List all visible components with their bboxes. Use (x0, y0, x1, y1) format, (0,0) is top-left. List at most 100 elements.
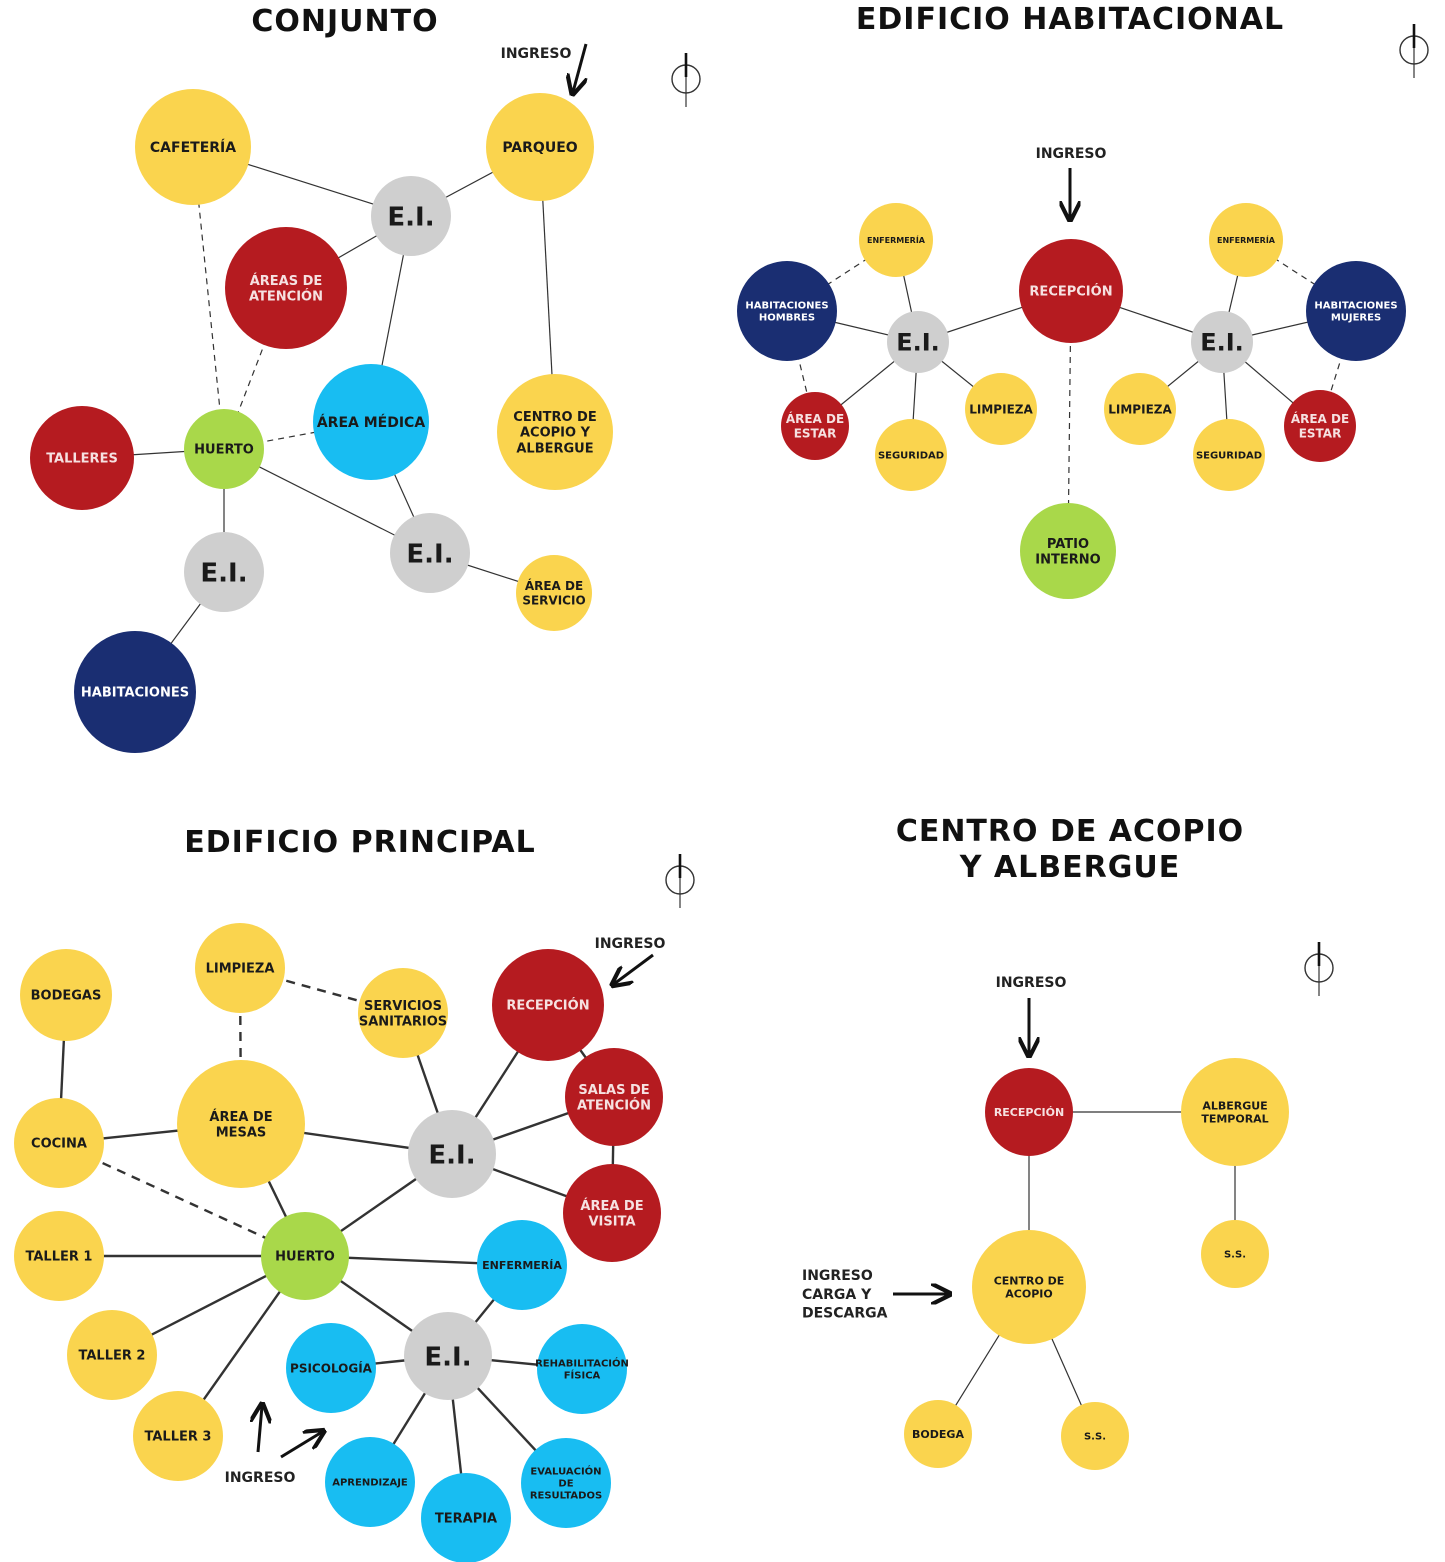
node-label: SEGURIDAD (1196, 451, 1262, 462)
annotation-line: CARGA Y (802, 1287, 872, 1303)
annotation-line: INGRESO (225, 1470, 296, 1486)
node-circle (177, 1060, 305, 1188)
node-label: TALLERES (46, 452, 118, 467)
connector-cocina-huerto (58, 1141, 306, 1258)
node-label: SEGURIDAD (878, 451, 944, 462)
node-cocina: COCINA (14, 1098, 104, 1188)
entry-arrow-icon (614, 953, 654, 984)
node-label: ÁREA MÉDICA (317, 414, 425, 431)
node-label: LIMPIEZA (1108, 402, 1172, 416)
node-ei2: E.I. (184, 532, 264, 612)
node-label: PARQUEO (502, 140, 577, 156)
annotation-line: INGRESO (1036, 146, 1107, 162)
node-label-line: LIMPIEZA (1108, 402, 1172, 416)
node-label-line: E.I. (406, 539, 453, 569)
node-label-line: ÁREA DE (209, 1109, 272, 1125)
node-label: CAFETERÍA (150, 139, 236, 156)
node-label-line: CAFETERÍA (150, 139, 236, 156)
node-label: RECEPCIÓN (994, 1106, 1064, 1119)
node-aprendizaje: APRENDIZAJE (325, 1437, 415, 1527)
node-limp_r: LIMPIEZA (1104, 373, 1176, 445)
node-label: E.I. (1200, 329, 1244, 357)
node-label-line: PSICOLOGÍA (290, 1360, 373, 1375)
node-label-line: E.I. (387, 202, 434, 232)
node-label: E.I. (896, 329, 940, 357)
node-circle (421, 1473, 511, 1562)
node-circle (14, 1211, 104, 1301)
node-circle (972, 1230, 1086, 1344)
node-label-line: INTERNO (1035, 552, 1100, 567)
node-circle (184, 409, 264, 489)
title-conjunto: CONJUNTO (251, 4, 439, 39)
node-label-line: EVALUACIÓN (530, 1465, 601, 1478)
node-label: E.I. (387, 202, 434, 232)
node-label-line: ÁREA DE (786, 411, 844, 426)
node-ei3: E.I. (390, 513, 470, 593)
node-label-line: MESAS (216, 1125, 267, 1140)
node-label-line: HUERTO (194, 443, 254, 458)
north-arrow-icon (1399, 24, 1429, 78)
node-circle (516, 555, 592, 631)
node-label: ENFERMERÍA (1217, 234, 1276, 245)
annotation-ingreso: INGRESO (1036, 146, 1107, 162)
node-taller2: TALLER 2 (67, 1310, 157, 1400)
node-circle (261, 1212, 349, 1300)
node-label-line: ÁREA DE (525, 578, 583, 593)
node-talleres: TALLERES (30, 406, 134, 510)
node-label: E.I. (428, 1140, 475, 1170)
node-bodegas: BODEGAS (20, 949, 112, 1041)
node-circle (904, 1400, 972, 1468)
node-circle (737, 261, 837, 361)
node-ei_r: E.I. (1191, 311, 1253, 373)
annotation-line: INGRESO (996, 975, 1067, 991)
node-circle (1191, 311, 1253, 373)
node-label: TALLER 2 (79, 1349, 146, 1364)
node-label: TALLER 3 (145, 1430, 212, 1445)
node-circle (477, 1220, 567, 1310)
node-label-line: PARQUEO (502, 140, 577, 156)
node-circle (74, 631, 196, 753)
node-label: LIMPIEZA (969, 402, 1033, 416)
node-label: TERAPIA (435, 1512, 497, 1527)
node-huerto: HUERTO (261, 1212, 349, 1300)
north-arrow-icon (1304, 942, 1334, 996)
node-ss_top: S.S. (1201, 1220, 1269, 1288)
node-circle (1193, 419, 1265, 491)
node-label-line: APRENDIZAJE (332, 1478, 408, 1489)
node-circle (14, 1098, 104, 1188)
node-habitaciones: HABITACIONES (74, 631, 196, 753)
node-label: APRENDIZAJE (332, 1478, 408, 1489)
annotation-line: INGRESO (501, 46, 572, 62)
node-ei2: E.I. (404, 1312, 492, 1400)
node-label-line: ACOPIO (1005, 1288, 1052, 1301)
node-label: RECEPCIÓN (506, 998, 589, 1014)
node-circle (184, 532, 264, 612)
node-label-line: CENTRO DE (513, 410, 596, 425)
north-arrow-icon (671, 53, 701, 107)
node-circle (1020, 503, 1116, 599)
node-label-line: HABITACIONES (1314, 301, 1397, 312)
node-label-line: ACOPIO Y (520, 426, 591, 441)
node-circle (565, 1048, 663, 1146)
node-psicologia: PSICOLOGÍA (286, 1323, 376, 1413)
node-label-line: BODEGA (912, 1428, 964, 1441)
node-area_medica: ÁREA MÉDICA (313, 364, 429, 480)
annotation-line: INGRESO (802, 1268, 873, 1284)
node-seg_l: SEGURIDAD (875, 419, 947, 491)
annotation-ingreso_top: INGRESO (595, 936, 666, 952)
node-label: HUERTO (275, 1250, 335, 1265)
node-label-line: TALLERES (46, 452, 118, 467)
